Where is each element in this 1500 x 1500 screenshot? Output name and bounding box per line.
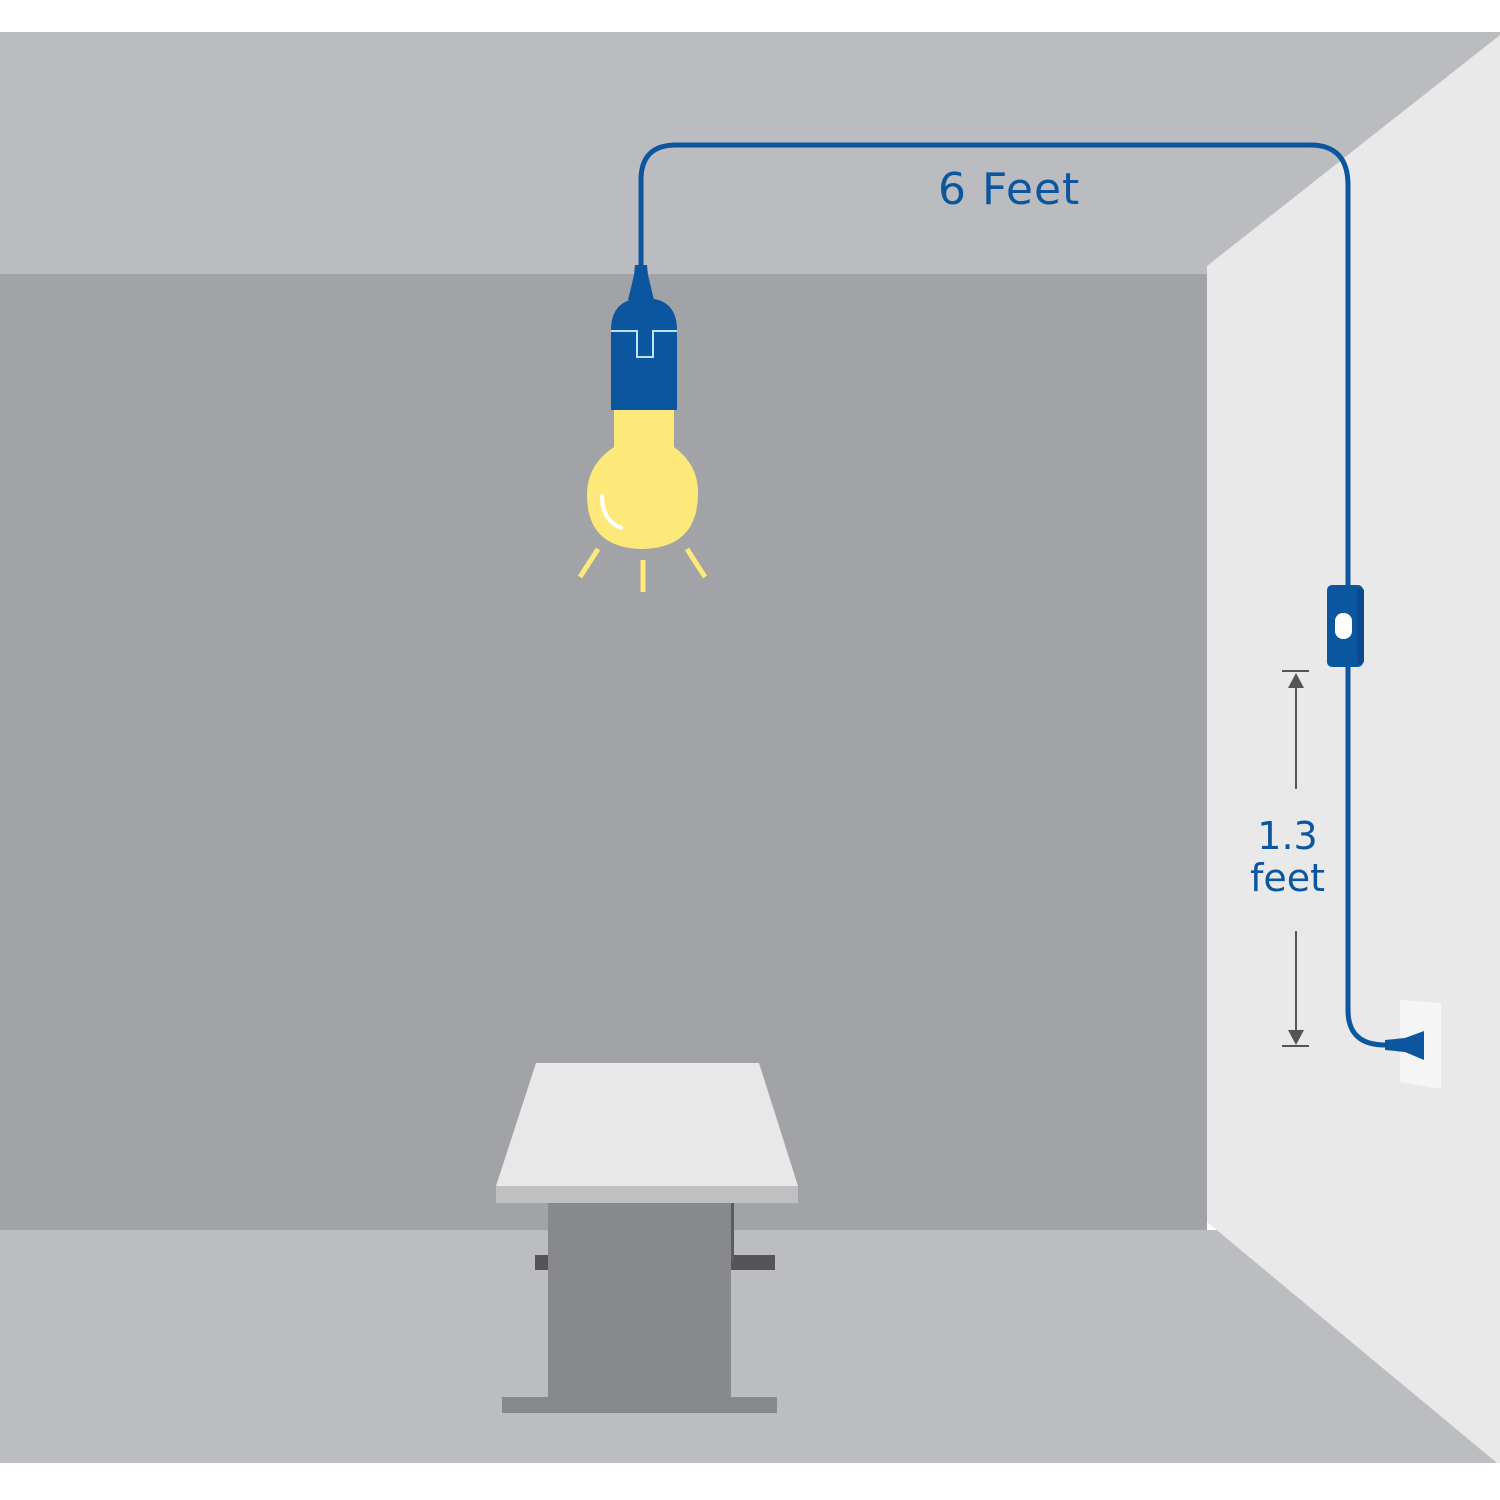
inline-switch[interactable]	[1327, 585, 1364, 667]
cord-length-label: 6 Feet	[938, 164, 1081, 215]
switch-to-plug-value: 1.3	[1257, 814, 1318, 858]
light-rays-icon	[577, 547, 708, 592]
dimension-arrow	[1282, 670, 1309, 1047]
pendant-light-bulb	[577, 410, 708, 592]
plug	[1385, 1031, 1424, 1060]
right-wall	[1207, 35, 1500, 1463]
power-cord	[638, 142, 1398, 1048]
table	[496, 1063, 798, 1413]
switch-to-plug-unit: feet	[1249, 856, 1326, 900]
lamp-socket	[611, 265, 677, 410]
switch-to-plug-length-label: 1.3 feet	[1240, 815, 1335, 899]
